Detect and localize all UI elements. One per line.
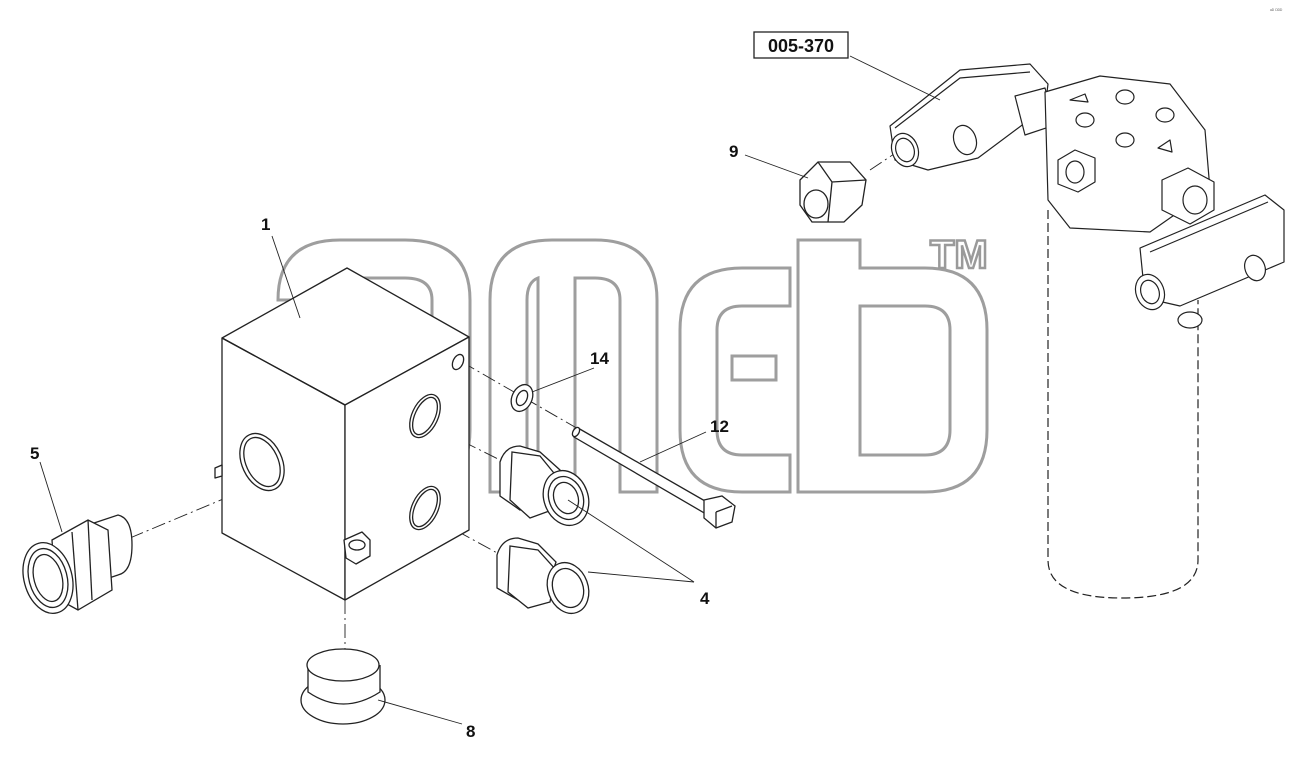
fitting-part-5 bbox=[22, 514, 133, 614]
callout-12: 12 bbox=[710, 417, 729, 436]
callout-4: 4 bbox=[700, 589, 710, 608]
reference-box: 005-370 bbox=[753, 31, 849, 59]
callout-8: 8 bbox=[466, 722, 475, 741]
fitting-part-4-upper bbox=[499, 445, 590, 527]
leader-lines bbox=[39, 55, 941, 725]
fitting-part-4-lower bbox=[496, 537, 590, 615]
cap-part-8 bbox=[300, 648, 386, 725]
filter-assembly bbox=[889, 63, 1285, 599]
washer-part-14 bbox=[510, 383, 534, 413]
callout-14: 14 bbox=[590, 349, 609, 368]
callout-1: 1 bbox=[261, 215, 270, 234]
reference-label: 005-370 bbox=[768, 36, 834, 56]
bolt-part-12 bbox=[571, 426, 736, 529]
watermark-trademark: TM bbox=[930, 233, 988, 277]
corner-mark: ᵃᴰ ᴰᴰᴰ bbox=[1270, 8, 1283, 14]
callout-5: 5 bbox=[30, 444, 39, 463]
callout-9: 9 bbox=[729, 142, 738, 161]
manifold-block bbox=[214, 267, 470, 601]
hex-nut-part-9 bbox=[799, 161, 867, 223]
